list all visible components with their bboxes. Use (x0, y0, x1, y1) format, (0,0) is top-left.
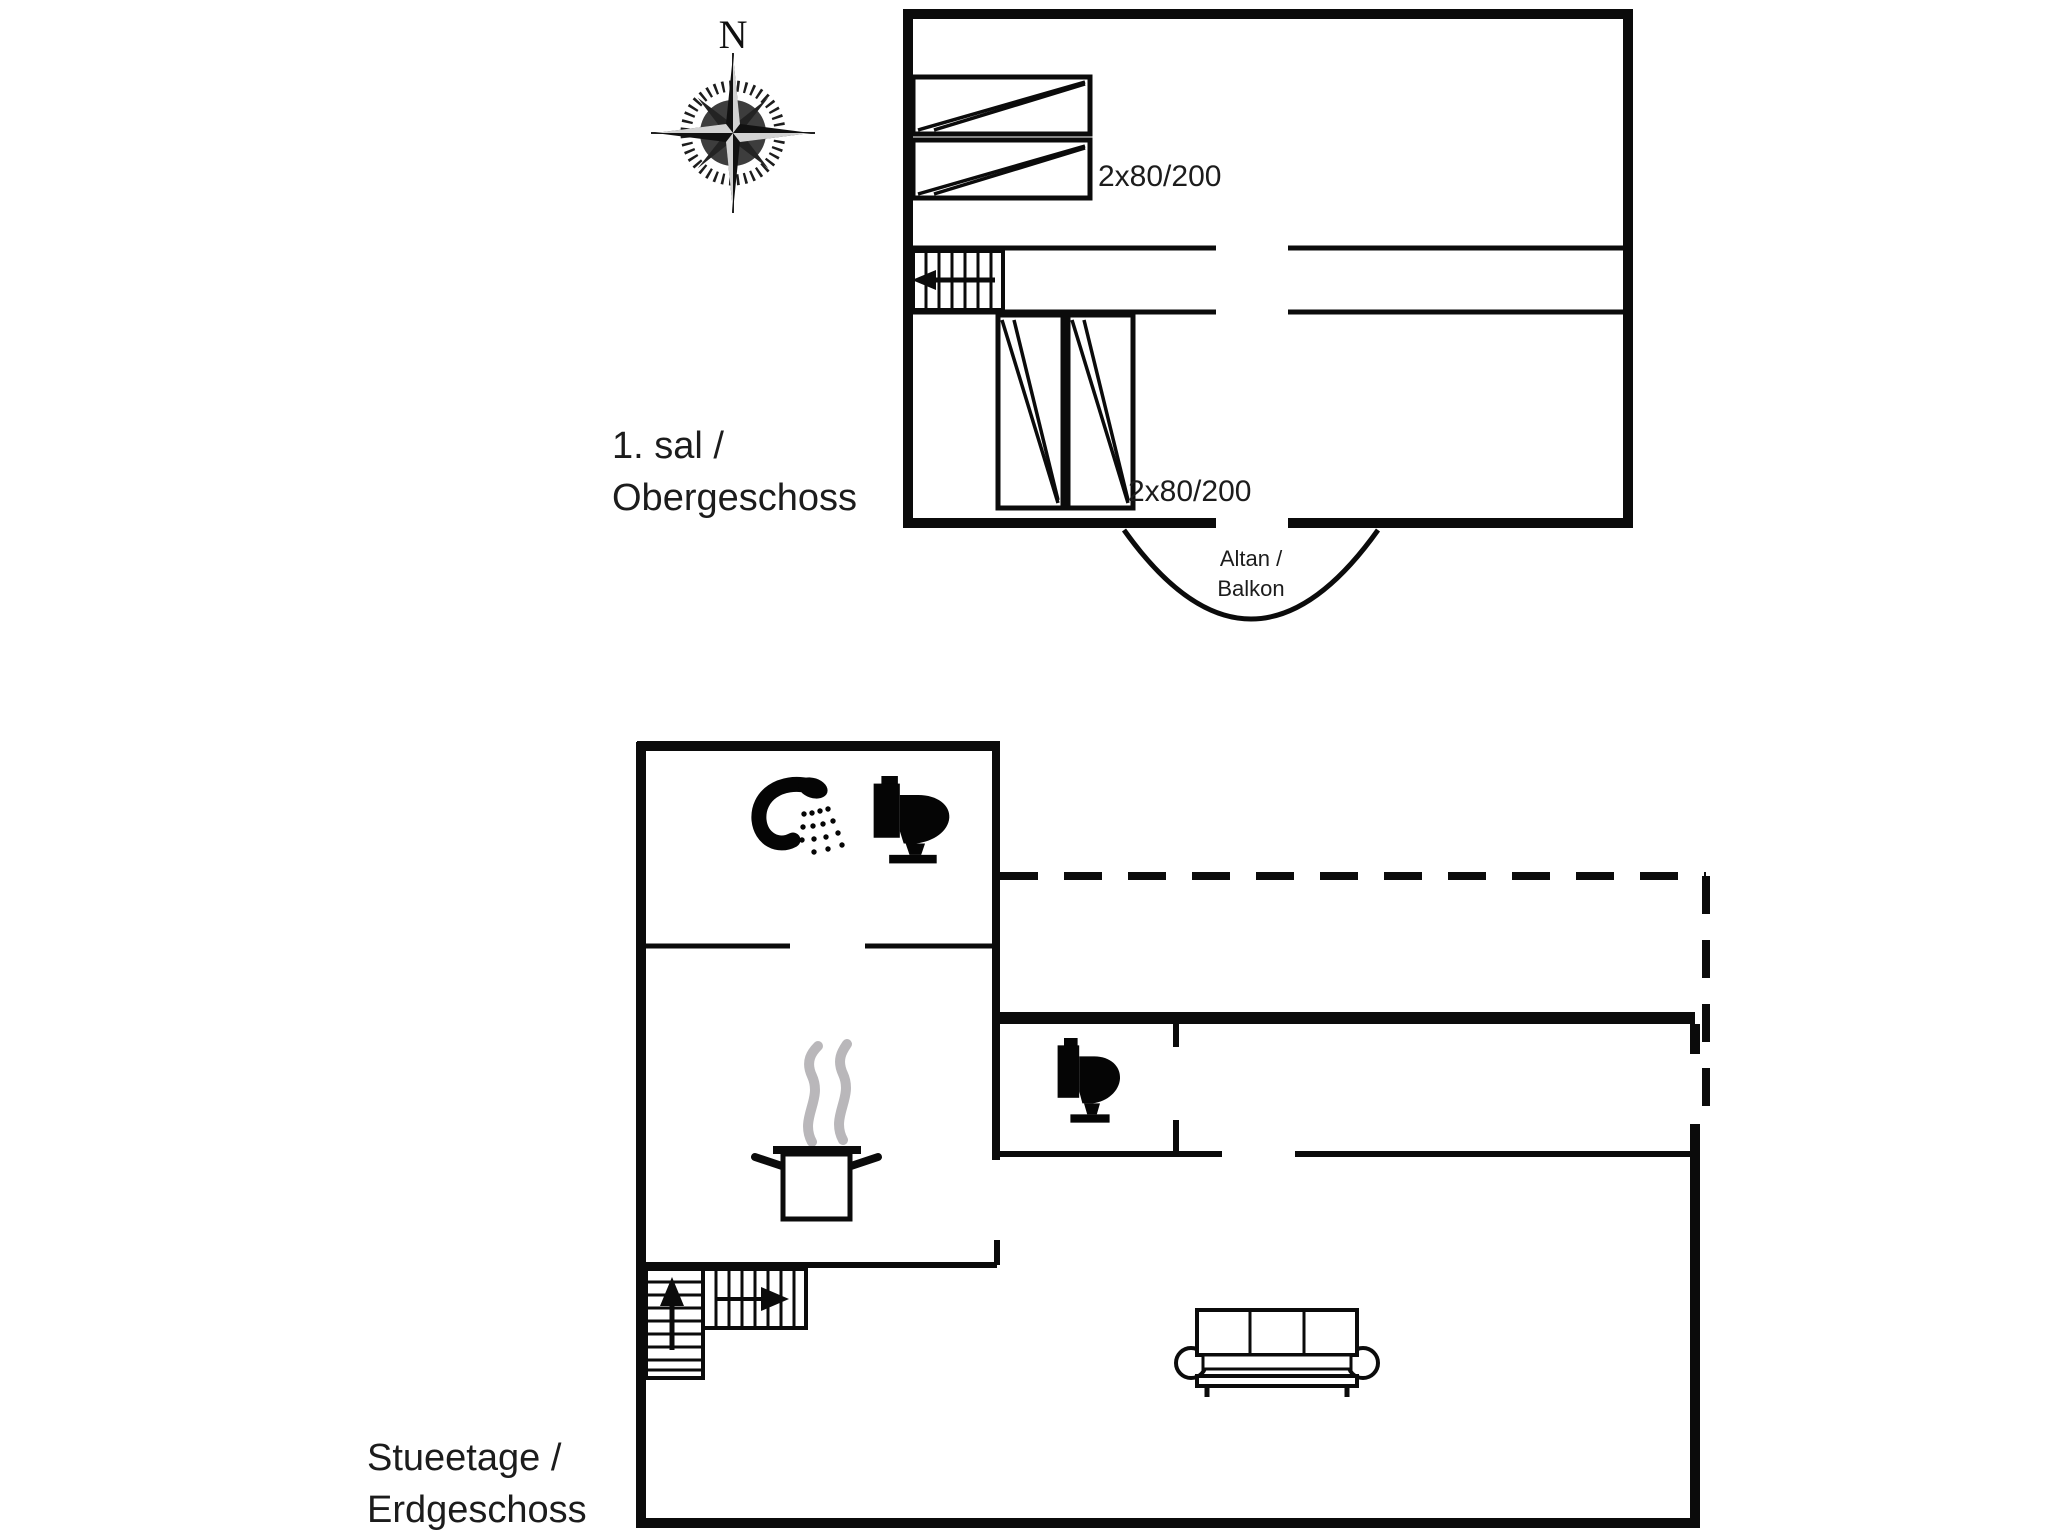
toilet-icon-bathroom (873, 776, 950, 864)
floor-caption-upper-line2: Obergeschoss (612, 477, 857, 519)
bed-size-label-lower: 2x80/200 (1128, 475, 1251, 508)
toilet-icon-wc (1057, 1038, 1121, 1123)
floor-caption-ground-line1: Stueetage / (367, 1437, 562, 1479)
bunk-bed-top-icon (910, 74, 1093, 201)
cooking-pot-icon (751, 1146, 882, 1222)
balcony-label-line2: Balkon (1217, 576, 1284, 601)
compass-north-label: N (719, 12, 748, 57)
bathroom-walls (641, 742, 1000, 1160)
stairs-icon-ground (644, 1267, 808, 1380)
shower-icon (751, 777, 845, 855)
balcony-arc-icon (1121, 528, 1381, 622)
upper-floor-plan: 2x80/200 2x80/200 Altan / Balkon (903, 9, 1633, 622)
stairs-direction-arrow (912, 270, 995, 290)
sofa-icon (1174, 1308, 1380, 1397)
floor-caption-upper-line1: 1. sal / (612, 425, 724, 467)
ground-outer-walls (636, 741, 1700, 1528)
compass-rose-icon: N (651, 12, 815, 213)
upper-outer-walls (903, 9, 1633, 528)
interior-walls (641, 1012, 1695, 1268)
shower-spray-dots (799, 806, 845, 855)
terrace-dashed-boundary (1000, 872, 1710, 1118)
bunk-bed-bottom-icon (995, 312, 1136, 511)
floor-caption-upper: 1. sal / Obergeschoss (612, 425, 857, 519)
floor-caption-ground: Stueetage / Erdgeschoss (367, 1437, 587, 1531)
stairs-up-arrow (660, 1277, 684, 1350)
stairs-icon-upper (911, 249, 1005, 312)
bed-size-label-upper: 2x80/200 (1098, 160, 1221, 193)
ground-floor-plan (636, 741, 1710, 1528)
balcony-label-line1: Altan / (1220, 546, 1283, 571)
steam-icon (803, 1039, 852, 1147)
stairs-right-arrow (716, 1287, 789, 1311)
upper-corridor-walls (913, 245, 1623, 315)
floor-caption-ground-line2: Erdgeschoss (367, 1489, 587, 1531)
